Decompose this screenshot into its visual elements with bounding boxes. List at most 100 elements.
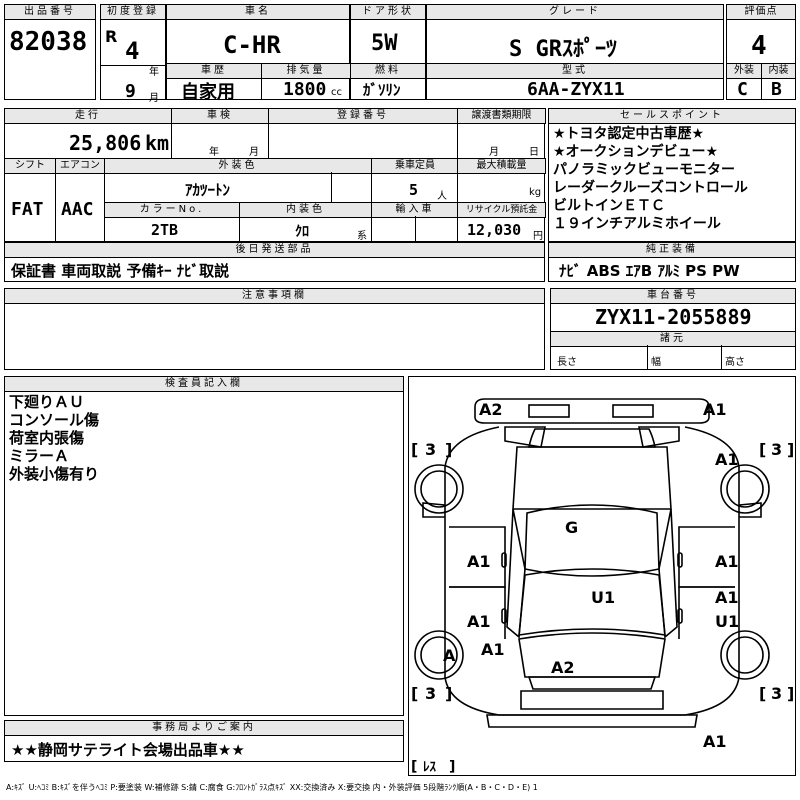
mileage-unit: km — [145, 131, 170, 155]
width-label: 幅 — [651, 357, 661, 368]
interior-score: B — [771, 79, 782, 100]
color-no: 2TB — [151, 221, 179, 239]
sales-point-item: レーダークルーズコントロール — [553, 180, 748, 196]
svg-text:[: [ — [759, 684, 766, 703]
shift: FAT — [11, 199, 44, 220]
sales-point-item: ★オークションデビュー★ — [553, 144, 719, 160]
grade: S GRｽﾎﾟｰﾂ — [509, 37, 617, 62]
car-name-cell: 車名 C-HR 車歴 排気量 自家用 1800 cc — [166, 4, 351, 103]
mark-a1-rear-bumper: A1 — [703, 732, 727, 751]
mark-u1-roof: U1 — [591, 588, 615, 607]
ac-label: エアコン — [55, 158, 105, 174]
shift-label: シフト — [4, 158, 56, 174]
score-label: 評価点 — [726, 4, 796, 20]
year-unit: 年 — [149, 67, 159, 78]
mark-a1-right-fender: A1 — [715, 450, 739, 469]
interior-color-unit: 系 — [357, 231, 367, 242]
equipment-cell: 純正装備 ﾅﾋﾞ ABS ｴｱB ｱﾙﾐ PS PW — [548, 242, 796, 282]
svg-text:[: [ — [759, 440, 766, 459]
spare-tire: ﾚｽ — [423, 760, 437, 775]
score: 4 — [751, 31, 767, 61]
office-notice-label: 事務局よりご案内 — [4, 720, 404, 736]
model-label: 型式 — [426, 63, 724, 79]
inspection-label: 車検 — [171, 108, 269, 124]
sales-point-item: ビルトインＥＴＣ — [553, 198, 665, 214]
car-name-label: 車名 — [166, 4, 350, 20]
inspection-month-unit: 月 — [249, 147, 259, 158]
svg-text:]: ] — [787, 440, 794, 459]
interior-color: ｸﾛ — [295, 224, 309, 240]
history: 自家用 — [181, 82, 235, 103]
mark-a-left-rear-wheel: A — [443, 646, 456, 665]
exterior-score: C — [737, 79, 748, 100]
capacity: 5 — [409, 181, 419, 199]
capacity-label: 乗車定員 — [371, 158, 459, 174]
office-notice-cell: 事務局よりご案内 ★★静岡サテライト会場出品車★★ — [4, 720, 404, 762]
car-name: C-HR — [223, 31, 281, 59]
office-notice: ★★静岡サテライト会場出品車★★ — [11, 741, 245, 759]
mark-u1-right-rear: U1 — [715, 612, 739, 631]
equipment: ﾅﾋﾞ ABS ｴｱB ｱﾙﾐ PS PW — [559, 262, 740, 280]
svg-text:]: ] — [787, 684, 794, 703]
transfer-month-unit: 月 — [489, 147, 499, 158]
later-parts: 保証書 車両取説 予備ｷｰ ﾅﾋﾞ取説 — [11, 262, 230, 280]
grade-label: グレード — [426, 4, 724, 20]
door: 5W — [371, 31, 398, 56]
door-label: ドア形状 — [350, 4, 426, 20]
inspector-note-line: 外装小傷有り — [9, 465, 100, 483]
mark-a1-right-front-door: A1 — [715, 552, 739, 571]
history-label: 車歴 — [166, 63, 262, 79]
interior-label: 内装 — [761, 63, 796, 79]
inspector-note-line: 荷室内張傷 — [9, 429, 85, 447]
first-registration-month: 9 — [125, 81, 136, 102]
mileage: 25,806 — [69, 131, 142, 155]
transfer-label: 譲渡書類期限 — [457, 108, 546, 124]
tire-front-right: 3 — [771, 440, 782, 459]
lot-number-cell: 出品番号 82038 — [4, 4, 96, 100]
tire-rear-left: 3 — [425, 684, 436, 703]
mark-a1-left-rear: A1 — [481, 640, 505, 659]
ac: AAC — [61, 199, 94, 220]
fuel: ｶﾞｿﾘﾝ — [363, 81, 401, 99]
tire-front-left: 3 — [425, 440, 436, 459]
chassis-number: ZYX11-2055889 — [595, 305, 752, 329]
capacity-unit: 人 — [437, 191, 447, 202]
mark-a1-front-right: A1 — [703, 400, 727, 419]
chassis-cell: 車台番号 ZYX11-2055889 諸元 長さ 幅 高さ — [550, 288, 796, 370]
displacement-unit: cc — [331, 87, 342, 98]
dimensions-label: 諸元 — [550, 331, 796, 347]
svg-text:[: [ — [411, 684, 418, 703]
interior-color-label: 内装色 — [239, 202, 372, 218]
score-cell: 評価点 4 外装 内装 C B — [726, 4, 796, 100]
inspector-notes-label: 検査員記入欄 — [4, 376, 404, 392]
notes-cell: 注意事項欄 — [4, 288, 545, 370]
inspector-note-line: コンソール傷 — [9, 411, 100, 429]
era: R — [105, 27, 118, 46]
grade-cell: グレード S GRｽﾎﾟｰﾂ 型式 6AA-ZYX11 — [426, 4, 724, 100]
mark-a1-right-rear-door: A1 — [715, 588, 739, 607]
car-outline: A2 A1 A1 G A1 A1 U1 A1 A1 U1 A1 A A2 A1 … — [411, 398, 794, 775]
mark-a1-left-rear-door: A1 — [467, 612, 491, 631]
height-label: 高さ — [725, 357, 745, 368]
lot-number: 82038 — [9, 27, 88, 57]
equipment-label: 純正装備 — [548, 242, 796, 258]
fuel-label: 燃料 — [350, 63, 426, 79]
loadcap-unit: kg — [529, 187, 542, 198]
legend: A:ｷｽﾞ U:ﾍｺﾐ B:ｷｽﾞを伴うﾍｺﾐ P:要塗装 W:補修跡 S:錆 … — [6, 783, 538, 792]
lot-number-label: 出品番号 — [4, 4, 96, 20]
inspector-note-line: ミラーＡ — [9, 447, 70, 465]
exterior-color: ｱｶﾂｰﾄﾝ — [185, 181, 231, 199]
svg-text:]: ] — [445, 684, 452, 703]
damage-diagram: A2 A1 A1 G A1 A1 U1 A1 A1 U1 A1 A A2 A1 … — [408, 376, 796, 776]
later-parts-label: 後日発送部品 — [4, 242, 545, 258]
month-unit: 月 — [149, 93, 159, 104]
vehicle-detail-block: 走行 車検 登録番号 譲渡書類期限 25,806 km 年 月 月 日 シフト … — [4, 108, 546, 242]
first-registration-label: 初度登録 — [100, 4, 166, 20]
mark-a2-front-bumper: A2 — [479, 400, 503, 419]
sales-point-item: ★トヨタ認定中古車歴★ — [553, 126, 705, 142]
svg-text:[: [ — [411, 759, 417, 775]
svg-text:]: ] — [449, 759, 455, 775]
sales-point-item: １９インチアルミホイール — [553, 216, 721, 232]
first-registration-cell: 初度登録 R 4 年 9 月 — [100, 4, 166, 104]
